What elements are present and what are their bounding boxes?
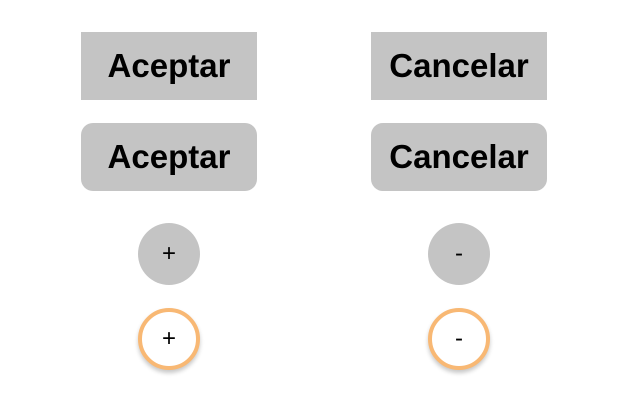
plus-button-filled[interactable]: +: [138, 223, 200, 285]
accept-button-rounded[interactable]: Aceptar: [81, 123, 257, 191]
plus-button-outlined[interactable]: +: [138, 308, 200, 370]
cancel-button-square[interactable]: Cancelar: [371, 32, 547, 100]
minus-button-outlined[interactable]: -: [428, 308, 490, 370]
cancel-button-rounded[interactable]: Cancelar: [371, 123, 547, 191]
accept-button-square[interactable]: Aceptar: [81, 32, 257, 100]
minus-button-filled[interactable]: -: [428, 223, 490, 285]
